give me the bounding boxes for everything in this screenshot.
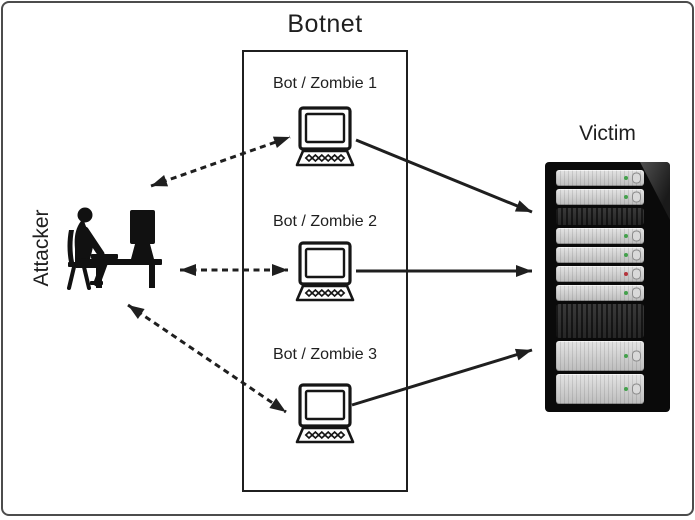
server-led-green (624, 234, 628, 238)
rack-vent-panel (556, 304, 644, 338)
rack-server-unit (556, 189, 644, 205)
rack-server-unit (556, 247, 644, 263)
server-led-green (624, 253, 628, 257)
rack-server-unit (556, 341, 644, 371)
server-handle-knob (632, 191, 641, 203)
bot-zombie-2-label: Bot / Zombie 2 (272, 213, 378, 230)
server-rack-units (556, 162, 644, 412)
rack-vent-panel (556, 208, 644, 225)
server-handle-knob (632, 268, 641, 280)
server-led-green (624, 291, 628, 295)
server-led-green (624, 354, 628, 358)
server-handle-knob (632, 383, 641, 395)
server-led-green (624, 176, 628, 180)
rack-server-unit (556, 170, 644, 186)
server-led-green (624, 387, 628, 391)
server-led-green (624, 195, 628, 199)
rack-server-unit (556, 285, 644, 301)
victim-label: Victim (579, 122, 636, 145)
person-at-computer-icon (67, 207, 162, 290)
bot-zombie-1-label: Bot / Zombie 1 (272, 75, 378, 92)
crt-monitor-icon (130, 210, 155, 244)
bot-zombie-3-label: Bot / Zombie 3 (272, 346, 378, 363)
server-handle-knob (632, 287, 641, 299)
desktop-computer-icon (295, 383, 355, 444)
server-handle-knob (632, 350, 641, 362)
server-handle-knob (632, 230, 641, 242)
server-handle-knob (632, 172, 641, 184)
server-led-red (624, 272, 628, 276)
keyboard-icon (91, 254, 118, 259)
desktop-computer-icon (295, 106, 355, 167)
botnet-title: Botnet (287, 10, 363, 38)
rack-server-unit (556, 374, 644, 404)
server-handle-knob (632, 249, 641, 261)
server-rack-icon (545, 162, 670, 412)
rack-server-unit (556, 228, 644, 244)
desktop-computer-icon (295, 241, 355, 302)
rack-server-unit (556, 266, 644, 282)
attacker-label: Attacker (30, 209, 53, 287)
